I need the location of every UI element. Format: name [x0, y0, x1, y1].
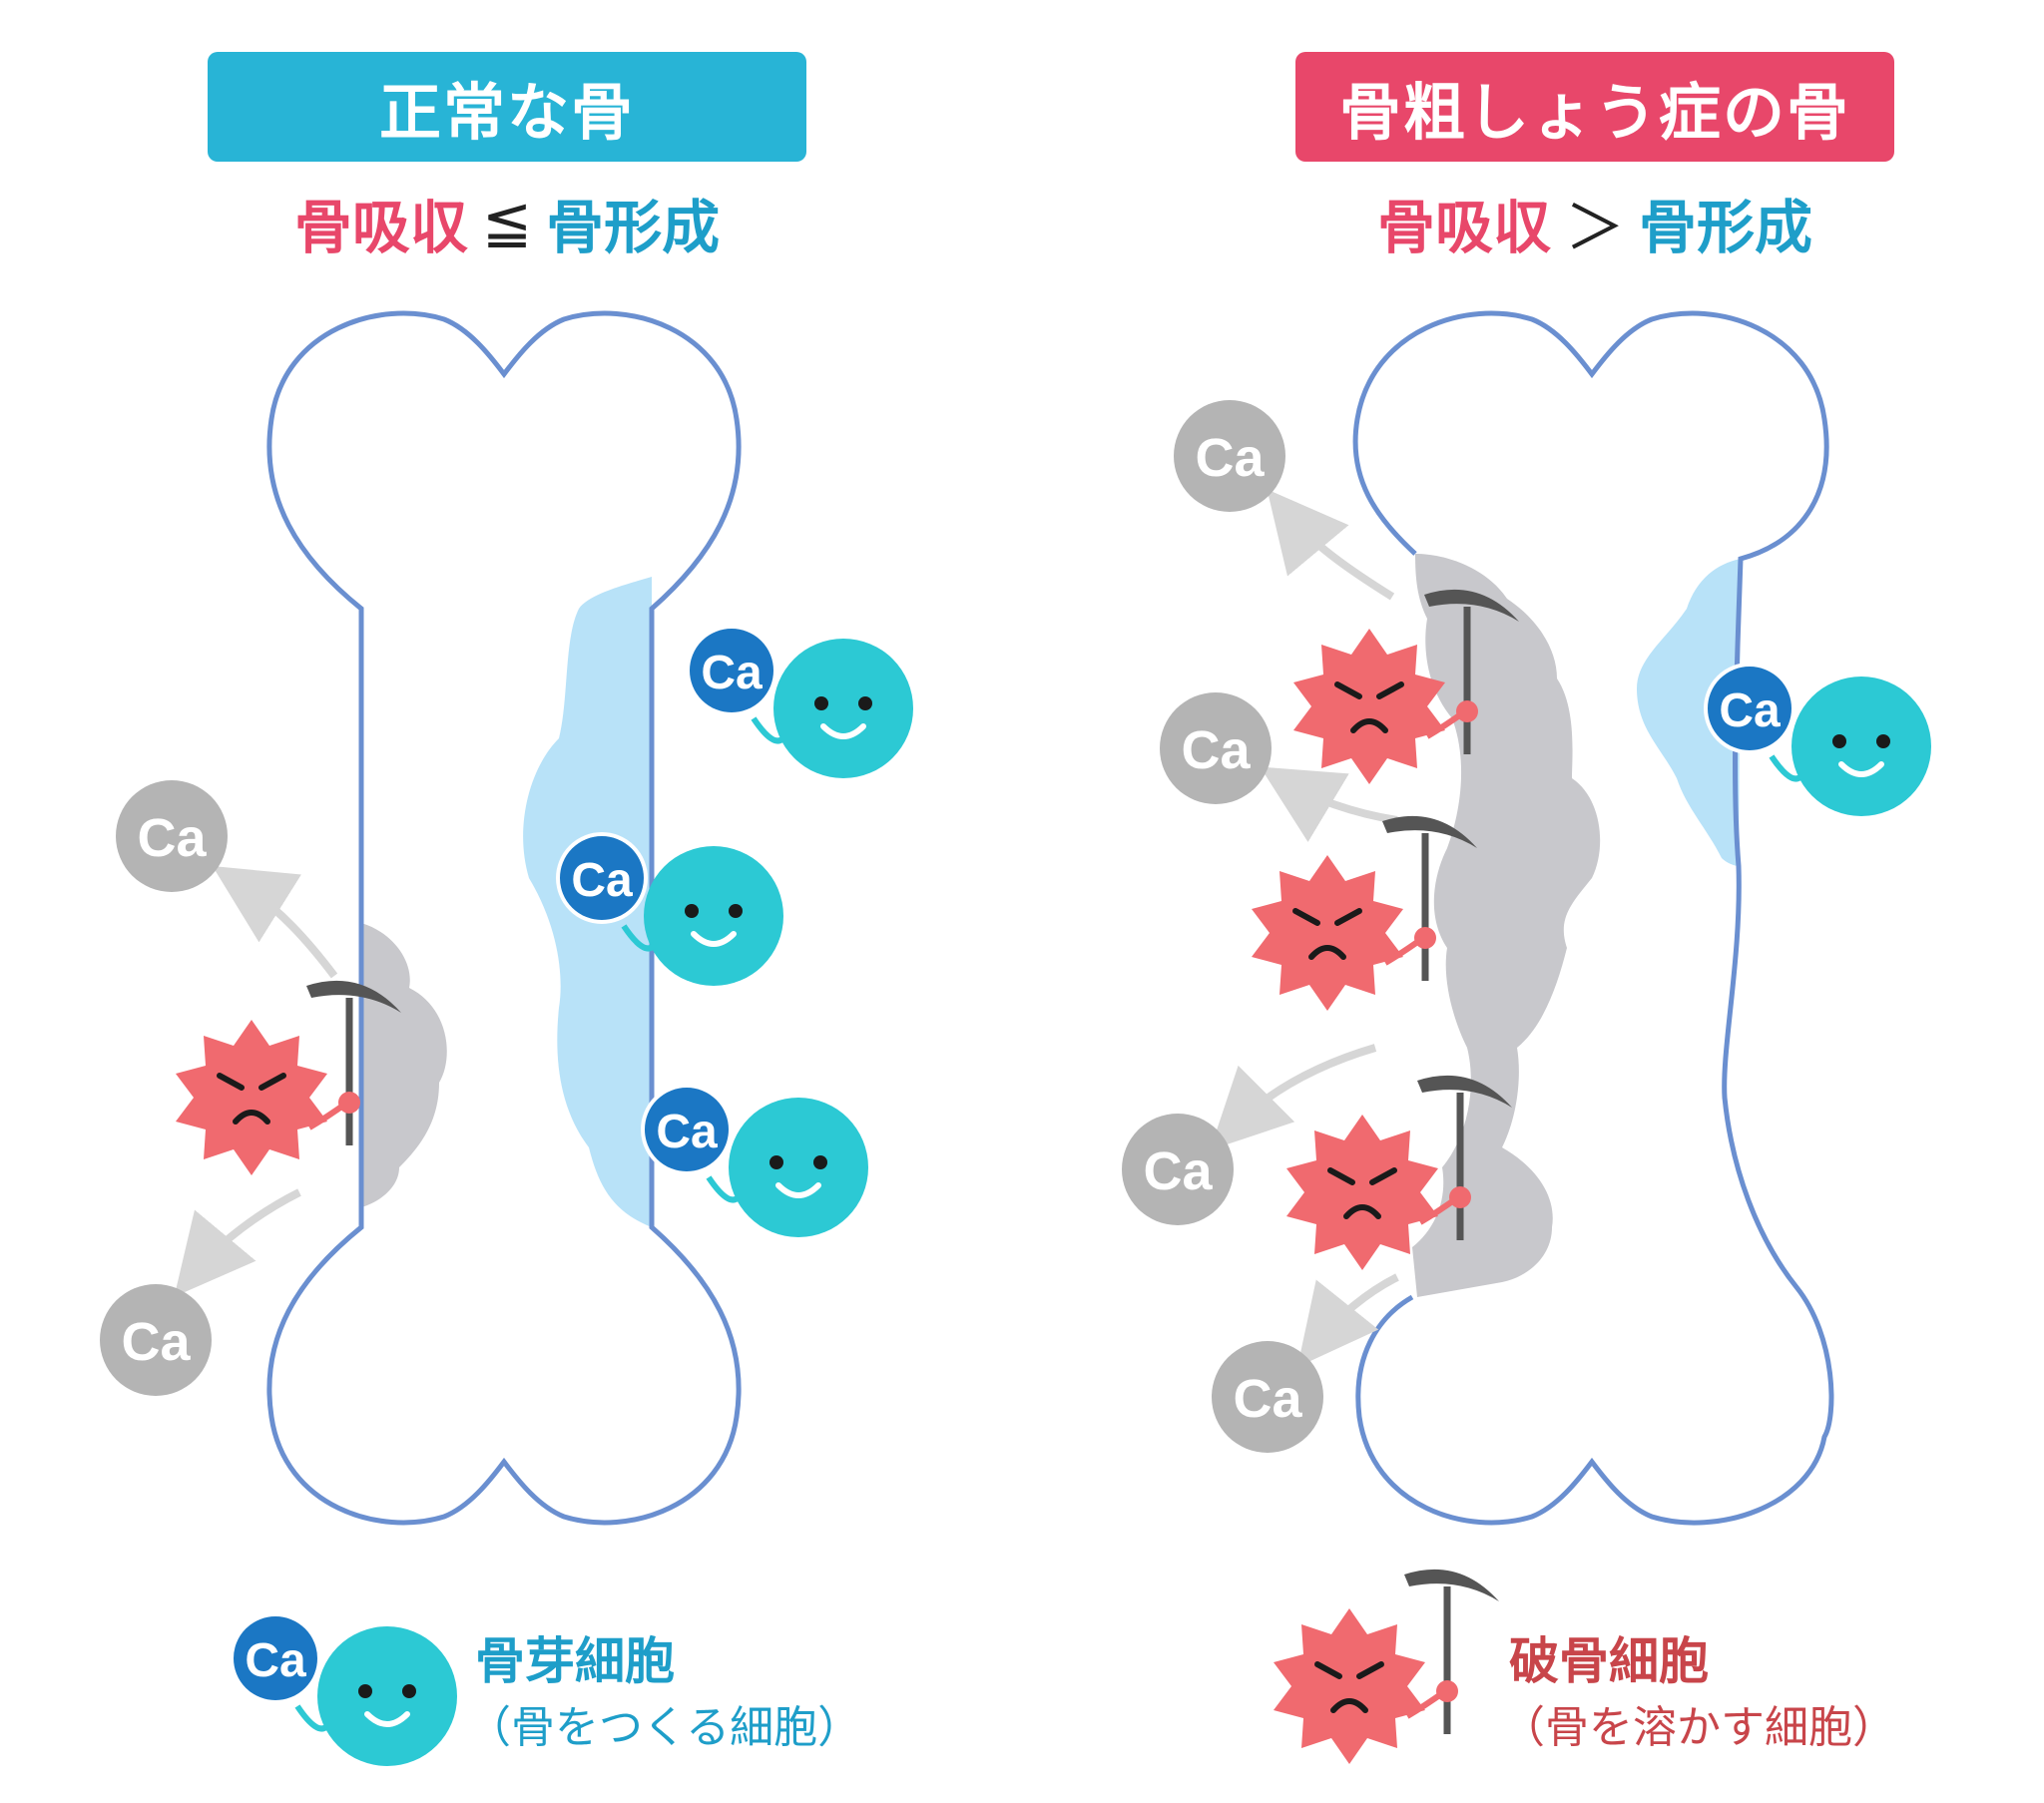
- osteoclast: [1293, 589, 1519, 784]
- normal-bone-formula: 骨吸収 ≦ 骨形成: [208, 178, 806, 267]
- osteoclast-legend-description: （骨を溶かす細胞）: [1501, 1702, 1896, 1753]
- ca-label: Ca: [656, 1106, 718, 1158]
- ca-label: Ca: [1143, 1141, 1213, 1201]
- osteoporosis-bone-title: 骨粗しょう症の骨: [1295, 52, 1894, 162]
- released-calcium-left-bottom: Ca: [100, 1188, 301, 1396]
- released-calcium-right-4: Ca: [1212, 1273, 1399, 1453]
- osteoclast-legend-name: 破骨細胞: [1509, 1632, 1709, 1690]
- ca-label: Ca: [701, 647, 763, 699]
- formation-label: 骨形成: [546, 194, 721, 261]
- comparison-operator: ＞: [1565, 193, 1625, 263]
- legend-osteoblast-icon: Ca: [230, 1612, 457, 1766]
- ca-label: Ca: [1195, 428, 1265, 488]
- resorption-label: 骨吸収: [1376, 194, 1551, 261]
- released-calcium-right-3: Ca: [1122, 1044, 1377, 1225]
- osteoclast: [1252, 815, 1477, 1011]
- resorption-label: 骨吸収: [293, 194, 468, 261]
- osteoporosis-bone-formula: 骨吸収 ＞ 骨形成: [1295, 178, 1894, 267]
- bone-outline: [266, 310, 742, 1526]
- osteoblast: Ca: [1704, 663, 1931, 816]
- ca-label: Ca: [121, 1312, 191, 1372]
- released-calcium-right-1: Ca: [1174, 400, 1395, 601]
- ca-label: Ca: [571, 854, 633, 907]
- osteoclast: [176, 980, 401, 1175]
- osteoblast: Ca: [686, 625, 913, 778]
- osteoporosis-bone: [1352, 310, 1834, 1526]
- ca-label: Ca: [137, 808, 207, 868]
- released-calcium-right-2: Ca: [1160, 692, 1398, 842]
- new-bone-area: [1637, 559, 1741, 866]
- released-calcium-left-top: Ca: [116, 780, 338, 979]
- bone-outline: [1352, 310, 1834, 1526]
- legend-osteoclast-icon: [1274, 1569, 1499, 1764]
- ca-label: Ca: [1181, 720, 1251, 780]
- osteoblast-legend-description: （骨をつくる細胞）: [467, 1702, 862, 1753]
- osteoblast: Ca: [641, 1084, 868, 1237]
- osteoblast-legend-name: 骨芽細胞: [475, 1632, 675, 1690]
- formation-label: 骨形成: [1639, 194, 1813, 261]
- ca-label: Ca: [245, 1634, 306, 1687]
- resorbed-area: [361, 923, 447, 1207]
- comparison-operator: ≦: [481, 188, 533, 257]
- ca-label: Ca: [1719, 684, 1781, 737]
- resorbed-area: [1412, 554, 1601, 1297]
- normal-bone-title: 正常な骨: [208, 52, 806, 162]
- ca-label: Ca: [1233, 1369, 1302, 1429]
- osteoblast: Ca: [556, 832, 783, 986]
- osteoclast: [1286, 1075, 1512, 1270]
